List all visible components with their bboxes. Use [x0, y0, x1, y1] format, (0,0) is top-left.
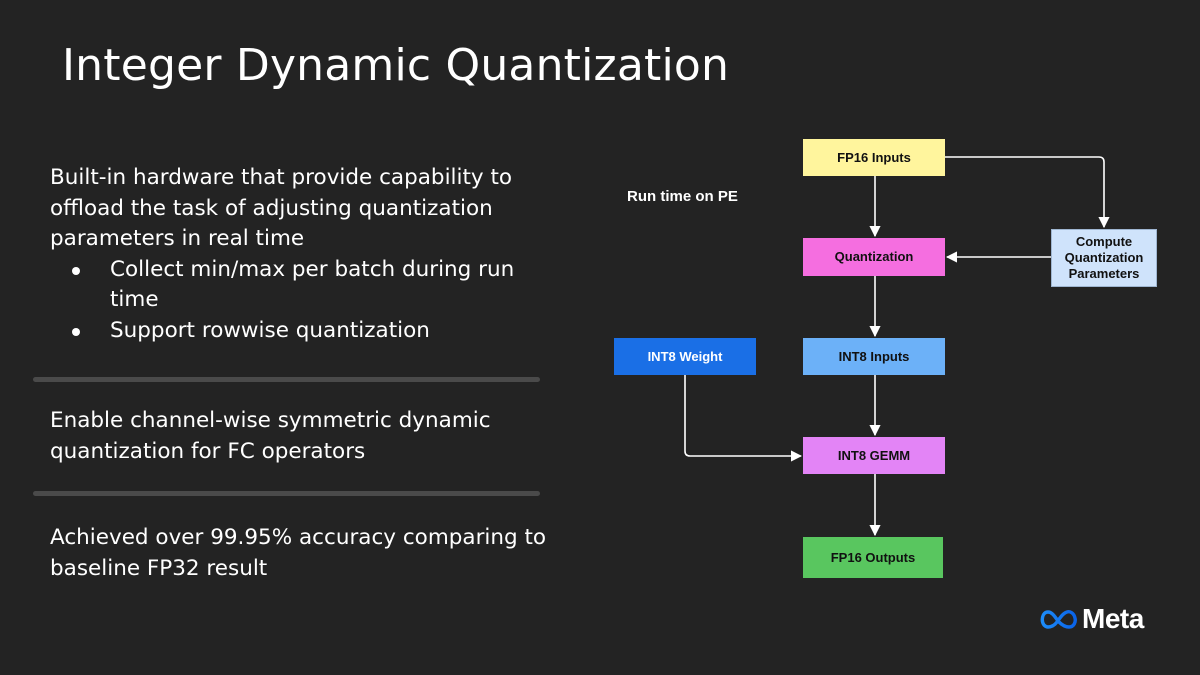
meta-infinity-icon: [1040, 610, 1077, 629]
bullet-item-rowwise: Support rowwise quantization: [50, 316, 560, 347]
bullet-item-collect: Collect min/max per batch during run tim…: [50, 255, 560, 316]
bullet-text: Support rowwise quantization: [110, 317, 430, 343]
meta-logo: Meta: [1040, 603, 1144, 635]
bullet-text: Collect min/max per batch during run tim…: [110, 256, 515, 313]
bullet-dot-icon: [72, 327, 80, 336]
section-divider: [33, 491, 540, 496]
channel-wise-text: Enable channel-wise symmetric dynamic qu…: [50, 408, 491, 464]
feature-bullet-list: Collect min/max per batch during run tim…: [50, 255, 570, 347]
node-quantization: Quantization: [803, 238, 945, 276]
meta-logo-text: Meta: [1082, 603, 1144, 634]
section-divider: [33, 377, 540, 382]
bullet-dot-icon: [72, 266, 80, 275]
node-compute-quantization-parameters: Compute Quantization Parameters: [1051, 229, 1157, 287]
node-fp16-inputs: FP16 Inputs: [803, 139, 945, 176]
node-int8-weight: INT8 Weight: [614, 338, 756, 375]
node-int8-inputs: INT8 Inputs: [803, 338, 945, 375]
accuracy-text: Achieved over 99.95% accuracy comparing …: [50, 525, 547, 581]
slide-title: Integer Dynamic Quantization: [62, 40, 730, 91]
runtime-label: Run time on PE: [627, 188, 738, 205]
arrow-weight-to-gemm: [684, 375, 803, 462]
intro-text-block: Built-in hardware that provide capabilit…: [50, 163, 570, 346]
node-fp16-outputs: FP16 Outputs: [803, 537, 943, 578]
node-int8-gemm: INT8 GEMM: [803, 437, 945, 474]
intro-paragraph: Built-in hardware that provide capabilit…: [50, 165, 513, 251]
arrow-fp16-to-compute: [945, 156, 1110, 229]
